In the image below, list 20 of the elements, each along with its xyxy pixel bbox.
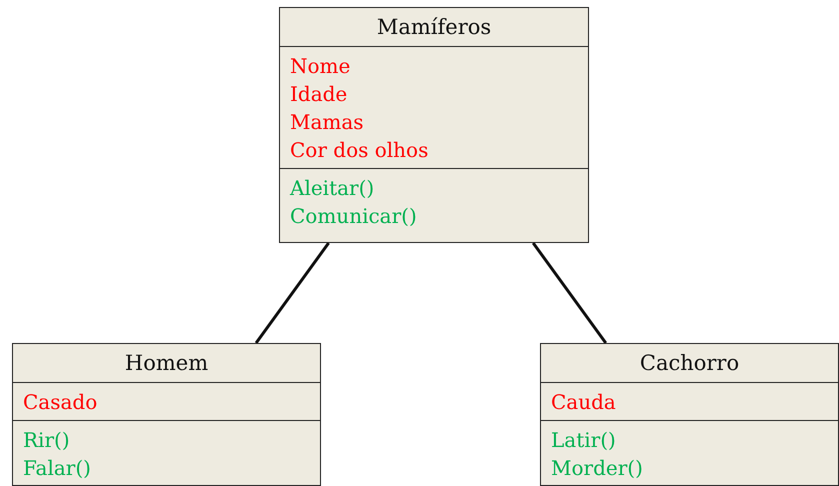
attribute-text: Idade (290, 81, 348, 108)
connector-line (254, 242, 330, 344)
class-name: Cachorro (638, 350, 740, 377)
method-text: Falar() (23, 455, 92, 482)
class-box (12, 343, 321, 486)
method-text: Aleitar() (290, 175, 376, 202)
method-text: Latir() (551, 427, 617, 454)
attribute-text: Nome (290, 53, 352, 80)
attribute-text: Mamas (290, 109, 365, 136)
attribute-text: Casado (23, 389, 98, 416)
method-text: Morder() (551, 455, 644, 482)
attribute-text: Cauda (551, 389, 617, 416)
class-name: Homem (124, 350, 210, 377)
class-box (540, 343, 839, 486)
connector-line (532, 242, 607, 344)
attribute-text: Cor dos olhos (290, 137, 430, 164)
method-text: Rir() (23, 427, 71, 454)
class-box (279, 7, 589, 243)
class-name: Mamíferos (376, 14, 492, 41)
method-text: Comunicar() (290, 203, 418, 230)
